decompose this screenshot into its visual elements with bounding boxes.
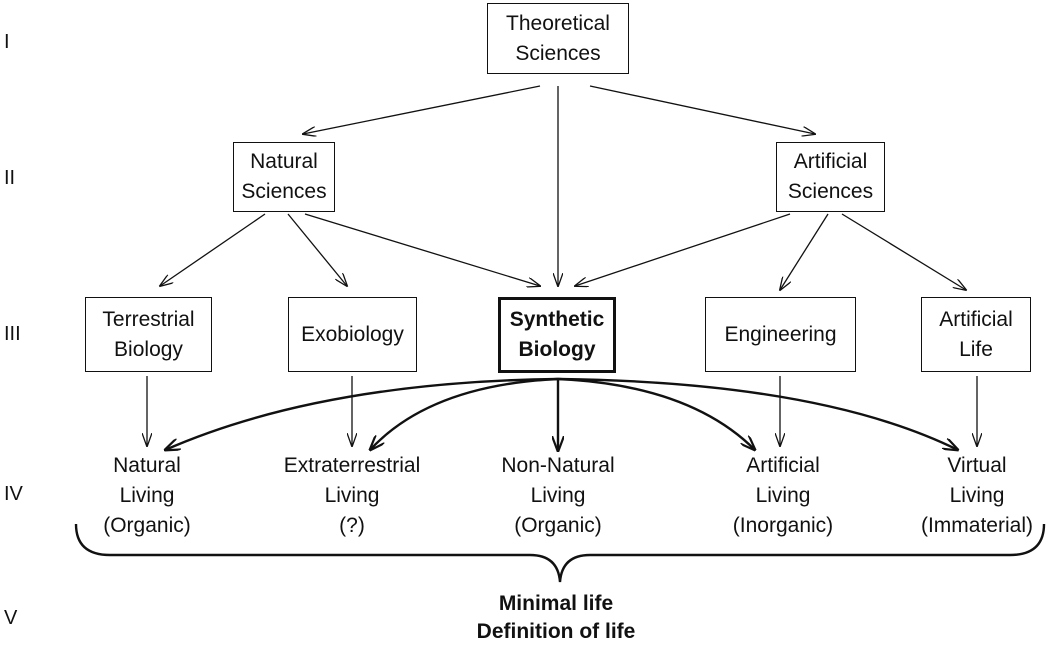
leaf-non-natural-living: Non-Natural Living (Organic): [501, 454, 615, 537]
level-label-iv: IV: [4, 483, 23, 505]
edge-theoretical-natural: [303, 85, 541, 134]
edge-synthetic-artificial-living: [557, 377, 755, 450]
edge-artificial-engineering: [780, 213, 829, 290]
edge-synthetic-virtual-living: [557, 377, 958, 450]
level-label-iii: III: [4, 323, 21, 345]
definition-of-life-label: Definition of life: [476, 620, 636, 643]
node-terrestrial-biology: Terrestrial Biology: [85, 297, 212, 372]
node-artificial-life: Artificial Life: [921, 297, 1031, 372]
node-engineering: Engineering: [705, 297, 856, 372]
level-v-summary: Minimal life Definition of life: [406, 590, 706, 645]
node-synthetic-biology: Synthetic Biology: [498, 297, 616, 373]
node-artificial-sciences: Artificial Sciences: [776, 142, 885, 212]
curly-brace: [74, 523, 1046, 583]
edge-natural-synthetic: [304, 213, 540, 286]
edge-theoretical-artificial: [589, 85, 815, 134]
edge-synthetic-extraterrestrial: [370, 377, 559, 450]
edge-artificial-synthetic: [575, 213, 791, 286]
minimal-life-label: Minimal life: [498, 592, 614, 615]
level-label-i: I: [4, 31, 10, 53]
leaf-artificial-living: Artificial Living (Inorganic): [732, 454, 834, 537]
edge-artificial-artificial-life: [841, 213, 966, 290]
node-exobiology: Exobiology: [288, 297, 417, 372]
leaf-extraterrestrial-living: Extraterrestrial Living (?): [283, 454, 421, 537]
leaf-virtual-living: Virtual Living (Immaterial): [920, 454, 1033, 537]
node-theoretical-sciences: Theoretical Sciences: [487, 3, 629, 74]
edge-synthetic-natural-living: [165, 377, 559, 450]
level-label-v: V: [4, 607, 18, 629]
node-natural-sciences: Natural Sciences: [233, 142, 335, 212]
edge-natural-exobiology: [287, 213, 347, 286]
edge-natural-terrestrial: [160, 213, 266, 286]
leaf-natural-living: Natural Living (Organic): [103, 454, 191, 537]
level-label-ii: II: [4, 167, 16, 189]
